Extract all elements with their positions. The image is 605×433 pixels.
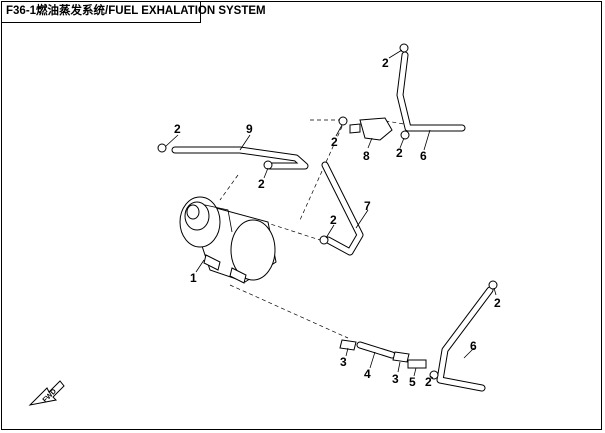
callout-2-h: 2 xyxy=(425,375,432,389)
callout-2-e: 2 xyxy=(396,146,403,160)
joint-5 xyxy=(407,359,427,369)
callout-2-g: 2 xyxy=(494,296,501,310)
callout-6-b: 6 xyxy=(470,339,477,353)
fwd-arrow: FWD xyxy=(28,380,65,406)
callout-2-c: 2 xyxy=(330,213,337,227)
callout-3-b: 3 xyxy=(392,372,399,386)
callout-2-d: 2 xyxy=(331,135,338,149)
hose-7 xyxy=(321,161,364,256)
callout-6-a: 6 xyxy=(420,149,427,163)
carbon-canister xyxy=(179,196,277,284)
leader-lines xyxy=(165,49,497,379)
hose-6-upper xyxy=(396,51,466,132)
hose-4 xyxy=(356,341,396,359)
clamps xyxy=(157,43,498,380)
callout-1: 1 xyxy=(190,271,197,285)
hose-9 xyxy=(171,146,309,170)
callout-3-a: 3 xyxy=(340,355,347,369)
hose-6-lower xyxy=(436,286,494,392)
callout-2-f: 2 xyxy=(382,56,389,70)
callout-8: 8 xyxy=(363,149,370,163)
diagram-title: F36-1燃油蒸发系统/FUEL EXHALATION SYSTEM xyxy=(1,1,266,23)
callout-7: 7 xyxy=(364,199,371,213)
callout-4: 4 xyxy=(364,367,371,381)
callout-2-a: 2 xyxy=(174,122,181,136)
callout-5: 5 xyxy=(409,375,416,389)
callout-labels: 1 2 2 2 2 2 2 2 2 3 3 4 5 6 6 7 8 9 xyxy=(174,56,501,389)
valve-8 xyxy=(349,117,393,141)
callout-2-b: 2 xyxy=(258,177,265,191)
callout-9: 9 xyxy=(246,122,253,136)
